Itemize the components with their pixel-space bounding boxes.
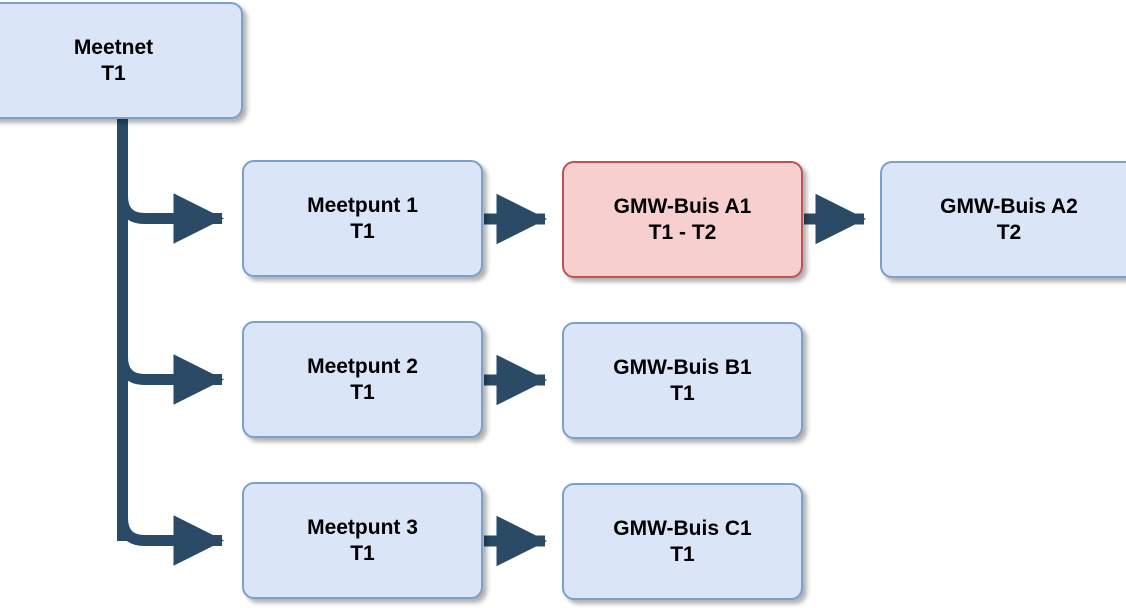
edge-meetnet-to-meetpunt-1 bbox=[117, 193, 225, 244]
node-meetpunt-3-line2: T1 bbox=[350, 541, 375, 565]
node-meetpunt-2-line1: Meetpunt 2 bbox=[307, 354, 418, 378]
node-gmw-buis-c1[interactable]: GMW-Buis C1 T1 bbox=[562, 483, 803, 600]
node-meetnet-line2: T1 bbox=[101, 61, 126, 85]
node-meetpunt-3[interactable]: Meetpunt 3 T1 bbox=[242, 482, 483, 599]
node-gmw-buis-c1-line2: T1 bbox=[670, 542, 695, 566]
node-meetpunt-2-line2: T1 bbox=[350, 380, 375, 404]
node-gmw-buis-a2-line1: GMW-Buis A2 bbox=[940, 194, 1078, 218]
node-meetpunt-3-line1: Meetpunt 3 bbox=[307, 515, 418, 539]
node-meetnet[interactable]: Meetnet T1 bbox=[0, 2, 243, 119]
node-meetpunt-1-line2: T1 bbox=[350, 219, 375, 243]
node-gmw-buis-b1-line1: GMW-Buis B1 bbox=[613, 355, 752, 379]
node-meetpunt-2[interactable]: Meetpunt 2 T1 bbox=[242, 321, 483, 438]
node-gmw-buis-a1-line1: GMW-Buis A1 bbox=[613, 194, 752, 218]
node-gmw-buis-b1[interactable]: GMW-Buis B1 T1 bbox=[562, 322, 803, 439]
node-gmw-buis-c1-line1: GMW-Buis C1 bbox=[613, 516, 752, 540]
edge-meetnet-to-meetpunt-3 bbox=[117, 515, 225, 566]
node-gmw-buis-b1-line2: T1 bbox=[670, 381, 695, 405]
node-gmw-buis-a2-line2: T2 bbox=[996, 220, 1022, 244]
node-meetpunt-1[interactable]: Meetpunt 1 T1 bbox=[242, 160, 483, 277]
edge-meetnet-to-meetpunt-2 bbox=[117, 354, 225, 405]
node-meetnet-line1: Meetnet bbox=[73, 35, 154, 59]
node-gmw-buis-a2[interactable]: GMW-Buis A2 T2 bbox=[880, 161, 1126, 278]
node-gmw-buis-a1-line2: T1 - T2 bbox=[648, 220, 717, 244]
node-meetpunt-1-line1: Meetpunt 1 bbox=[307, 193, 418, 217]
node-gmw-buis-a1[interactable]: GMW-Buis A1 T1 - T2 bbox=[562, 161, 803, 278]
